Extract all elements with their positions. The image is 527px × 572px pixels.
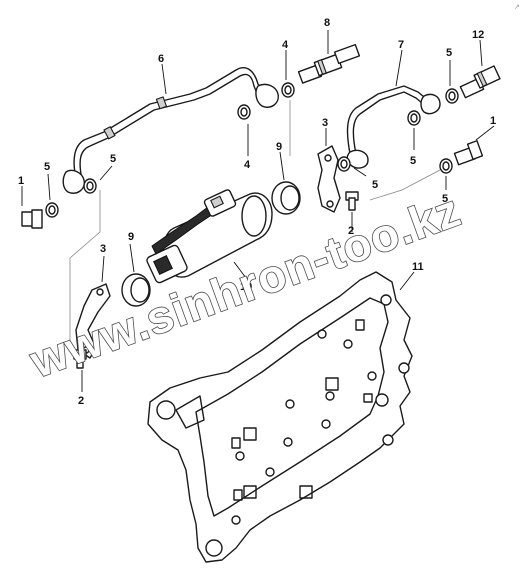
callout-10: 10 — [240, 281, 252, 293]
assembly-guides — [69, 100, 441, 350]
callout-5-mid-b: 5 — [442, 193, 448, 205]
callout-2-right: 2 — [348, 225, 354, 237]
banjo-bolt-right — [453, 140, 484, 166]
callout-leaders — [21, 30, 495, 392]
callout-1-right: 1 — [490, 115, 496, 127]
callout-5-mid-a: 5 — [410, 155, 416, 167]
callout-5-bracket: 5 — [372, 179, 378, 191]
bolt-2-right — [345, 191, 359, 211]
fitting-12 — [459, 65, 501, 99]
fuel-line-7 — [346, 85, 441, 169]
banjo-bolt-left — [21, 209, 43, 229]
bracket-3-left — [75, 283, 111, 359]
callout-7: 7 — [398, 39, 404, 51]
bolt-2-left — [73, 349, 87, 369]
callout-9-left: 9 — [128, 231, 134, 243]
callout-5-left-b: 5 — [110, 153, 116, 165]
corner-mark: ↗ — [514, 4, 520, 11]
grommet-9-left — [121, 273, 151, 307]
fuel-line-6 — [62, 66, 279, 194]
callout-2-left: 2 — [78, 395, 84, 407]
callout-4-mid: 4 — [244, 159, 251, 171]
fuel-pump-10 — [146, 189, 273, 284]
callout-3-right: 3 — [322, 117, 328, 129]
callout-3-left: 3 — [100, 243, 106, 255]
callout-4-top: 4 — [282, 39, 289, 51]
mounting-plate — [147, 271, 413, 563]
callout-1-left: 1 — [18, 175, 24, 187]
callout-9-right: 9 — [276, 141, 282, 153]
callout-6: 6 — [158, 53, 164, 65]
bracket-3-right — [317, 145, 341, 213]
fitting-8 — [297, 43, 361, 84]
callout-5-left-a: 5 — [44, 161, 50, 173]
callout-labels: 1 5 5 6 4 8 7 5 12 1 4 3 9 5 5 5 2 9 3 2… — [18, 17, 496, 407]
grommet-9-right — [271, 181, 301, 215]
callout-12: 12 — [472, 29, 484, 41]
callout-11: 11 — [412, 261, 424, 273]
sealing-washers — [45, 82, 459, 218]
callout-8: 8 — [324, 17, 330, 29]
callout-5-top-right: 5 — [446, 47, 452, 59]
